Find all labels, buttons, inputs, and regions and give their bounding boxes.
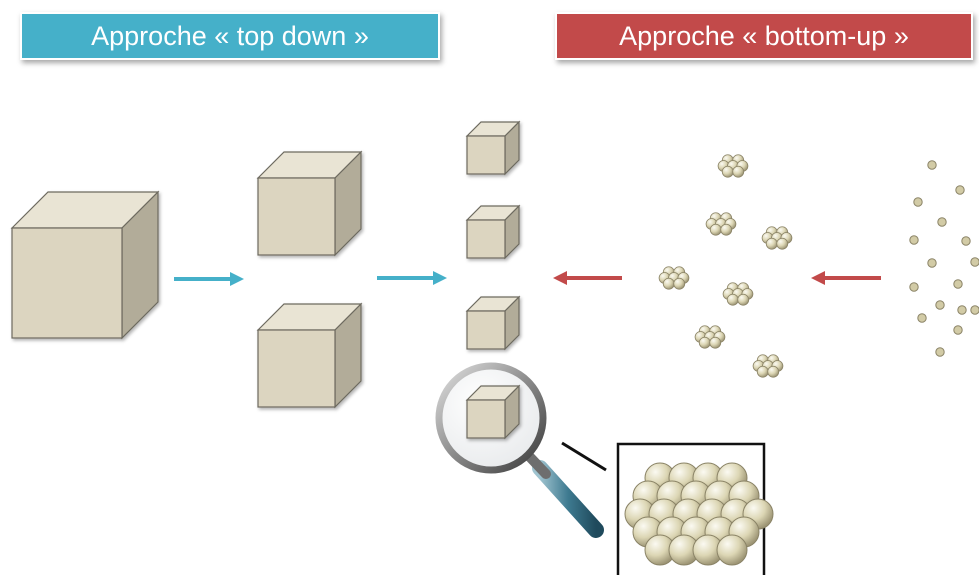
cubes-layer [10, 120, 521, 409]
small-cube [465, 120, 521, 176]
small-cube [465, 295, 521, 351]
top-down-arrow [174, 272, 244, 286]
magnified-small-cube [465, 384, 521, 440]
zoom-inset [616, 442, 774, 575]
atom [970, 257, 979, 267]
atom [955, 185, 965, 195]
atom-cluster [717, 154, 749, 178]
bottom-up-banner: Approche « bottom-up » [555, 12, 973, 60]
atom-cluster [694, 325, 726, 349]
magnifier-icon [435, 362, 607, 538]
atom-cluster [752, 354, 784, 378]
bottom-up-arrow [553, 271, 622, 285]
atom-cluster [761, 226, 793, 250]
atom [716, 534, 748, 566]
atoms-layer [909, 160, 979, 357]
inset-atom-cluster [624, 462, 774, 566]
atom [909, 235, 919, 245]
top-down-arrow [377, 271, 447, 285]
medium-cube [256, 302, 363, 409]
atom [935, 300, 945, 310]
callout-line [561, 441, 607, 472]
atom [909, 282, 919, 292]
atom [957, 305, 967, 315]
small-cube [465, 204, 521, 260]
atom-cluster [658, 266, 690, 290]
atom [970, 305, 979, 315]
atom [927, 258, 937, 268]
magnified-cube [465, 384, 521, 440]
atom [953, 279, 963, 289]
medium-cube [256, 150, 363, 257]
bottom-up-arrow [811, 271, 881, 285]
bottom-up-banner-label: Approche « bottom-up » [619, 20, 909, 51]
atom [937, 217, 947, 227]
top-down-banner-label: Approche « top down » [91, 20, 369, 51]
atom [953, 325, 963, 335]
atom [917, 313, 927, 323]
atom-cluster [705, 212, 737, 236]
atom [913, 197, 923, 207]
atom [935, 347, 945, 357]
clusters-layer [658, 154, 793, 378]
large-cube [10, 190, 160, 340]
atom [927, 160, 937, 170]
atom [961, 236, 971, 246]
top-down-banner: Approche « top down » [20, 12, 440, 60]
arrows-layer [174, 271, 881, 286]
atom-cluster [722, 282, 754, 306]
